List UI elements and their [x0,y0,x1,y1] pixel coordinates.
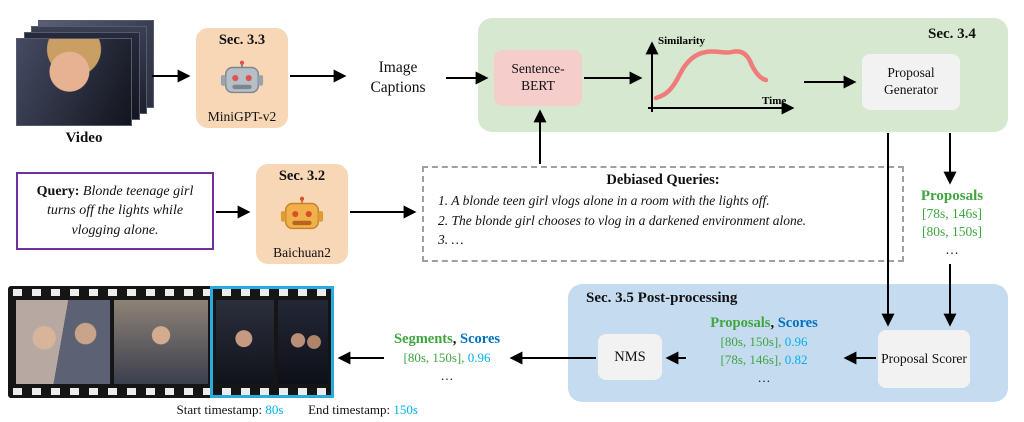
robot-icon [280,196,324,229]
plot-ylabel: Similarity [658,35,706,47]
proposal-generator-box: Proposal Generator [862,54,960,110]
segment-score: 0.96 [467,349,491,365]
separator: , [452,331,461,347]
ellipsis: … [440,367,454,383]
film-frame [16,300,110,384]
section-3-5-label: Sec. 3.5 Post-processing [586,290,738,306]
proposal-score: 0.82 [784,351,808,367]
segments-scores-block: Segments, Scores [80s, 150s], 0.96 … [388,330,506,385]
query-box: Query: Blonde teenage girl turns off the… [16,172,214,250]
end-timestamp-label: End timestamp: [308,402,391,417]
scores-label: Scores [460,331,501,347]
baichuan-box: Sec. 3.2 Baichuan2 [256,164,348,264]
similarity-curve [653,49,769,101]
film-frame [216,300,274,384]
scored-proposals-block: Proposals, Scores [80s, 150s], 0.96 [78s… [690,314,838,387]
query-text: Query: Blonde teenage girl turns off the… [26,182,204,241]
proposal-interval: [80s, 150s] [922,224,982,240]
segments-label: Segments [393,331,453,347]
debiased-queries-title: Debiased Queries: [606,172,720,188]
film-frame [278,300,328,384]
debiased-query-item: 1. A blonde teen girl vlogs alone in a r… [438,193,770,208]
ellipsis: … [945,242,959,258]
section-3-2-label: Sec. 3.2 [278,168,326,184]
image-captions-label: Image Captions [370,59,426,97]
start-timestamp-value: 80s [265,402,284,417]
baichuan-name: Baichuan2 [273,244,331,260]
proposal-interval: [80s, 150s], [720,333,782,349]
video-label: Video [65,130,103,146]
ellipsis: … [757,369,771,385]
debiased-query-item: 3. … [438,232,464,248]
segment-row: [80s, 150s], 0.96 [388,349,506,367]
debiased-queries-box: Debiased Queries: 1. A blonde teen girl … [422,166,904,262]
query-sentence: Blonde teenage girl turns off the lights… [46,183,194,238]
proposals-output-block: Proposals [78s, 146s] [80s, 150s] … [904,188,1000,260]
video-frame-stack [16,20,154,126]
proposals-label: Proposals [710,315,771,331]
scored-row: [80s, 150s], 0.96 [690,333,838,351]
scores-label: Scores [777,315,818,331]
film-sprockets [13,289,329,296]
debiased-query-item: 2. The blonde girl chooses to vlog in a … [438,212,807,228]
minigpt-name: MiniGPT-v2 [207,108,277,124]
plot-xlabel: Time [762,95,786,107]
proposal-scorer-box: Proposal Scorer [878,330,970,388]
nms-box: NMS [598,334,662,380]
proposal-interval: [78s, 146s] [922,206,982,221]
end-timestamp-value: 150s [393,402,418,417]
similarity-plot: Similarity Time [645,35,795,115]
film-frame [114,300,208,384]
result-filmstrip [8,286,334,398]
robot-icon [220,60,264,93]
minigpt-box: Sec. 3.3 MiniGPT-v2 [196,28,288,128]
scored-row: [78s, 146s], 0.82 [690,351,838,369]
scored-proposals-header: Proposals, Scores [690,314,838,333]
section-3-4-label: Sec. 3.4 [928,26,976,42]
proposal-score: 0.96 [784,333,808,349]
start-timestamp: Start timestamp: 80s [150,402,310,418]
separator: , [770,315,778,331]
start-timestamp-label: Start timestamp: [176,402,263,417]
sentence-bert-box: Sentence-BERT [494,50,582,106]
segments-header: Segments, Scores [388,330,506,349]
proposals-title: Proposals [920,188,984,204]
proposal-interval: [78s, 146s], [720,351,782,367]
end-timestamp: End timestamp: 150s [288,402,438,418]
segment-interval: [80s, 150s], [403,349,465,365]
section-3-3-label: Sec. 3.3 [218,32,266,48]
query-label: Query: [36,183,80,199]
selected-segment-highlight [210,286,334,398]
film-sprockets [13,388,329,395]
video-frame-front [16,38,132,126]
